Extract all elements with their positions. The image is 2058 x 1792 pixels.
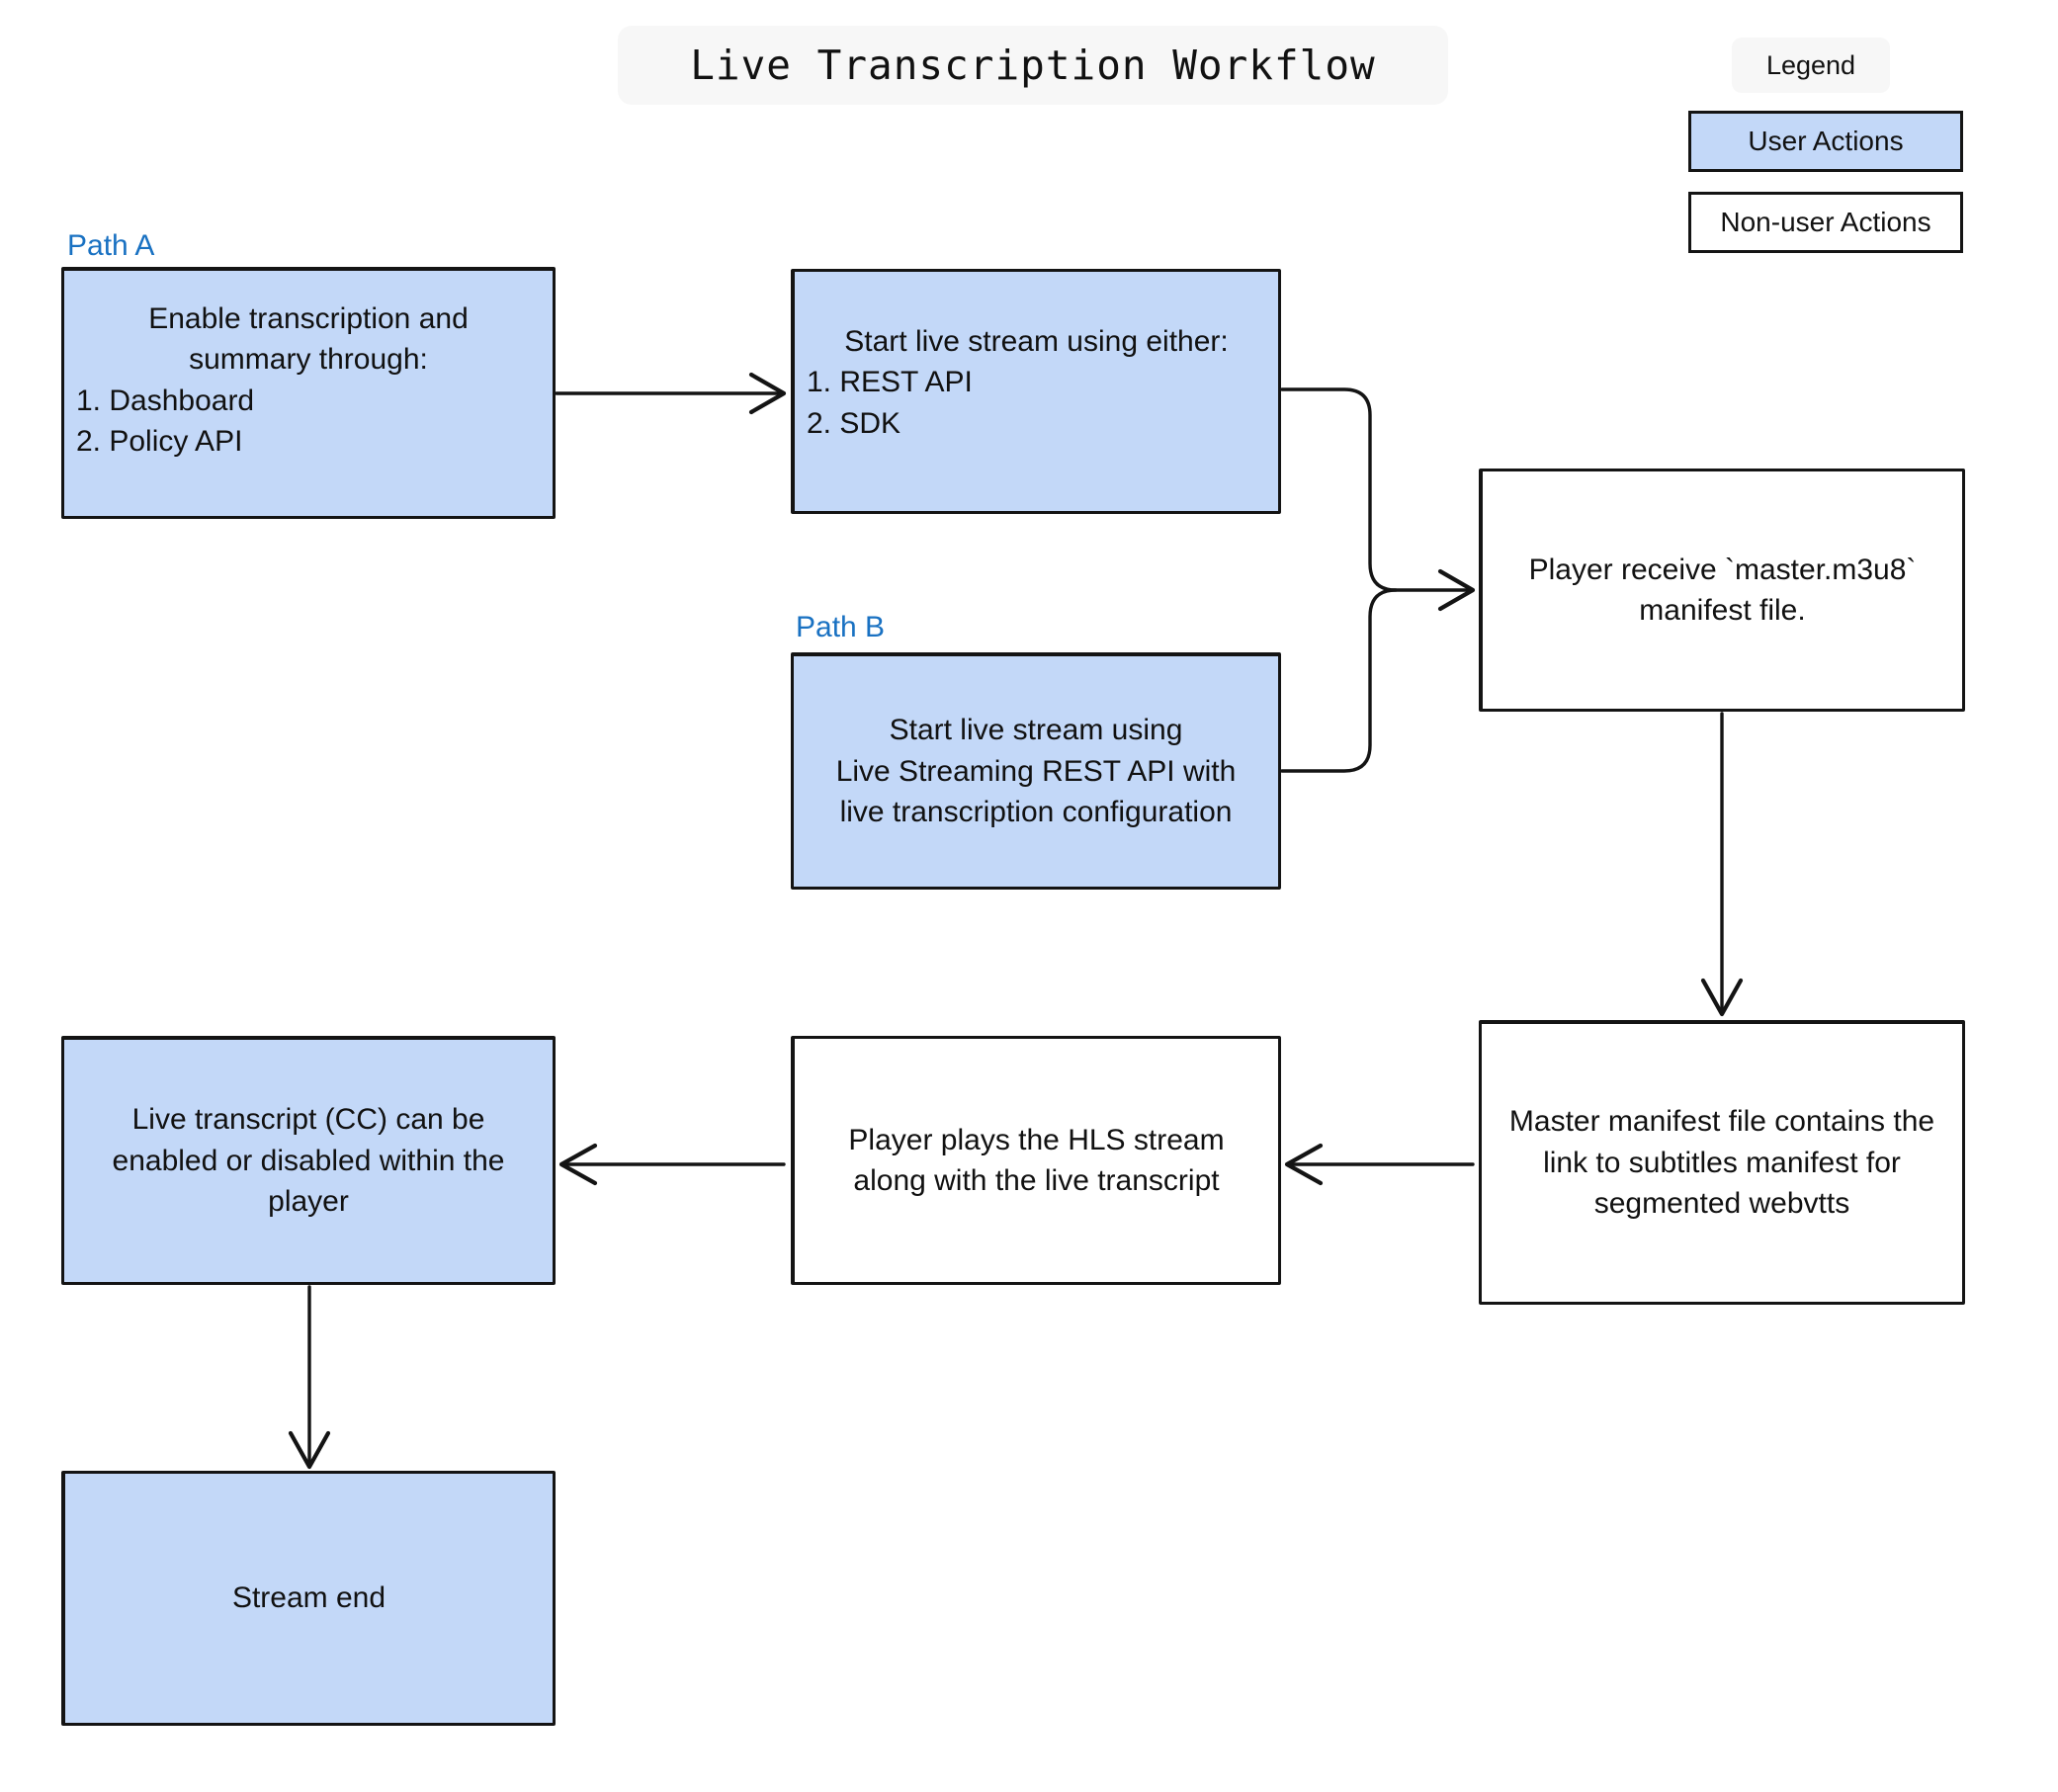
node-live-transcript-cc-line-2: enabled or disabled within the (112, 1144, 505, 1177)
node-player-receive-manifest[interactable]: Player receive `master.m3u8` manifest fi… (1479, 469, 1965, 712)
path-label-a: Path A (67, 229, 155, 262)
legend-title: Legend (1732, 38, 1890, 93)
node-start-stream-either-head-1: Start live stream using either: (844, 325, 1229, 358)
node-enable-transcription-head-1: Enable transcription and (148, 302, 469, 335)
legend-item-user-actions-label: User Actions (1748, 126, 1904, 156)
node-enable-transcription-head-2: summary through: (189, 343, 428, 377)
node-live-transcript-cc-line-3: player (268, 1185, 349, 1219)
connector-player-receive-to-master-manifest (1700, 712, 1744, 1017)
node-enable-transcription[interactable]: Enable transcription and summary through… (61, 267, 556, 519)
connector-enable-to-start-either (555, 372, 787, 415)
connector-start-either-to-player-receive (1280, 387, 1476, 612)
connector-master-manifest-to-player-plays (1284, 1143, 1475, 1186)
node-start-stream-either-item-1: 1. REST API (807, 366, 973, 399)
diagram-title: Live Transcription Workflow (618, 26, 1448, 105)
node-start-stream-either[interactable]: Start live stream using either: 1. REST … (791, 269, 1281, 514)
node-master-manifest-contains[interactable]: Master manifest file contains the link t… (1479, 1020, 1965, 1305)
node-enable-transcription-item-1: 1. Dashboard (76, 384, 255, 417)
path-label-b: Path B (796, 611, 886, 643)
node-start-stream-config[interactable]: Start live stream using Live Streaming R… (791, 652, 1281, 890)
connector-player-plays-to-live-transcript (558, 1143, 786, 1186)
node-master-manifest-contains-line-2: link to subtitles manifest for (1543, 1146, 1901, 1179)
node-player-plays-hls-line-1: Player plays the HLS stream (848, 1123, 1225, 1156)
node-player-receive-manifest-line-1: Player receive `master.m3u8` (1528, 553, 1917, 586)
connector-start-config-to-player-receive (1280, 588, 1398, 773)
node-start-stream-config-line-3: live transcription configuration (839, 796, 1233, 829)
node-player-plays-hls[interactable]: Player plays the HLS stream along with t… (791, 1036, 1281, 1285)
node-start-stream-either-item-2: 2. SDK (807, 406, 901, 440)
connector-live-transcript-to-stream-end (288, 1285, 331, 1470)
node-start-stream-config-line-1: Start live stream using (889, 714, 1183, 747)
node-enable-transcription-item-2: 2. Policy API (76, 425, 243, 459)
node-master-manifest-contains-line-3: segmented webvtts (1593, 1187, 1850, 1221)
page-title: Live Transcription Workflow (690, 42, 1376, 89)
legend-item-non-user-actions-label: Non-user Actions (1720, 207, 1931, 237)
legend-item-non-user-actions: Non-user Actions (1688, 192, 1963, 253)
node-master-manifest-contains-line-1: Master manifest file contains the (1508, 1105, 1935, 1139)
legend-title-label: Legend (1765, 49, 1856, 80)
node-live-transcript-cc-line-1: Live transcript (CC) can be (131, 1103, 485, 1137)
node-start-stream-config-line-2: Live Streaming REST API with (835, 754, 1237, 788)
node-player-receive-manifest-line-2: manifest file. (1639, 594, 1806, 627)
legend-item-user-actions: User Actions (1688, 111, 1963, 172)
node-stream-end-line-1: Stream end (231, 1581, 386, 1615)
node-stream-end[interactable]: Stream end (61, 1471, 556, 1726)
node-player-plays-hls-line-2: along with the live transcript (853, 1164, 1220, 1197)
node-live-transcript-cc[interactable]: Live transcript (CC) can be enabled or d… (61, 1036, 556, 1285)
